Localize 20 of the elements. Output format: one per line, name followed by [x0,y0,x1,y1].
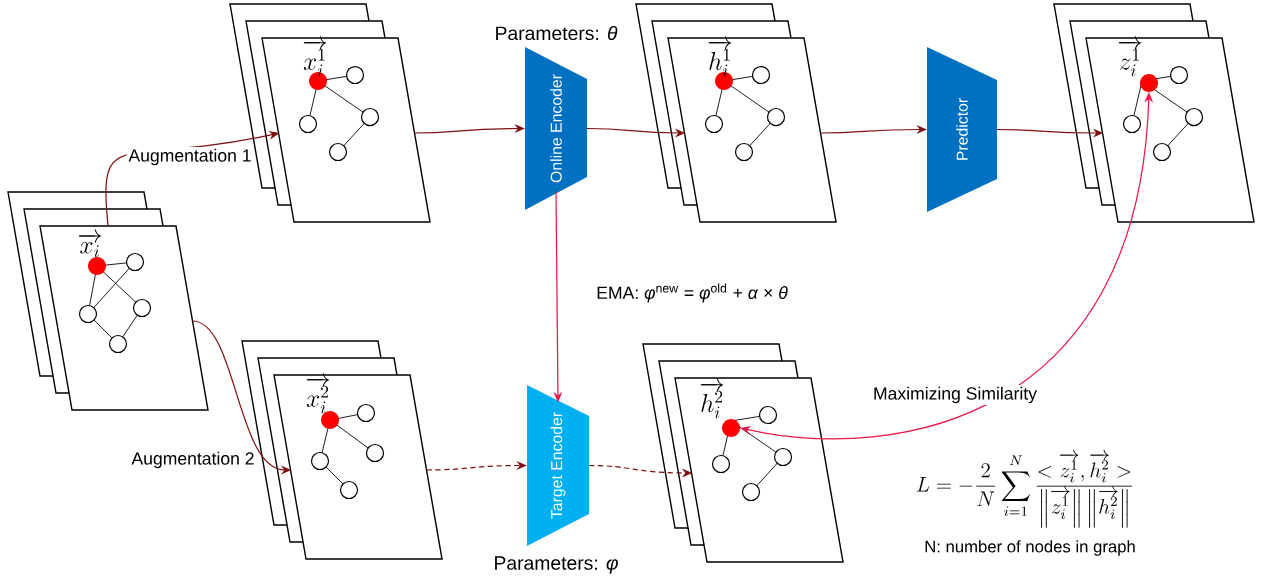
edge-label: Maximizing Similarity [871,385,1039,405]
arrow [425,461,527,471]
graph-card-stack: $\overrightarrow{h_i^2}$ [642,343,844,563]
node-dot [722,419,740,437]
edge-label: EMA: φ$^{new}$ = φ$^{old}$ + α × θ [594,281,790,305]
encoder-trapezoid: Online Encoder [525,47,587,210]
graph-card-stack: $\overrightarrow{z_i^1}$ [1053,3,1255,223]
note-text: N: number of nodes in graph [925,540,1135,556]
loss-formula: $L=-\frac{2}{N}\sum_{i=1}^{N}\frac{<\overrightarrow{z_i^1},\overrightarrow{h_i^2}>}{\left\|\overrightarrow{z_i^1}\right\|\left\|\overrightarrow{h_i^2}\right\|}$ [916,449,1132,528]
graph-card-stack: $\overrightarrow{x_i}$ [7,191,209,411]
node-label: $\overrightarrow{h_i^2}$ [700,378,724,419]
graph-card-stack: $\overrightarrow{h_i^1}$ [635,3,837,223]
parameter-label: Parameters: θ [496,25,618,41]
arrow [413,124,525,134]
node-dot [1140,74,1158,92]
parameter-label: Parameters: φ [495,556,618,574]
encoder-trapezoid: Target Encoder [527,385,589,546]
edge-label: Augmentation 1 [126,147,254,167]
encoder-trapezoid: Predictor [927,47,997,212]
arrow [819,125,927,134]
